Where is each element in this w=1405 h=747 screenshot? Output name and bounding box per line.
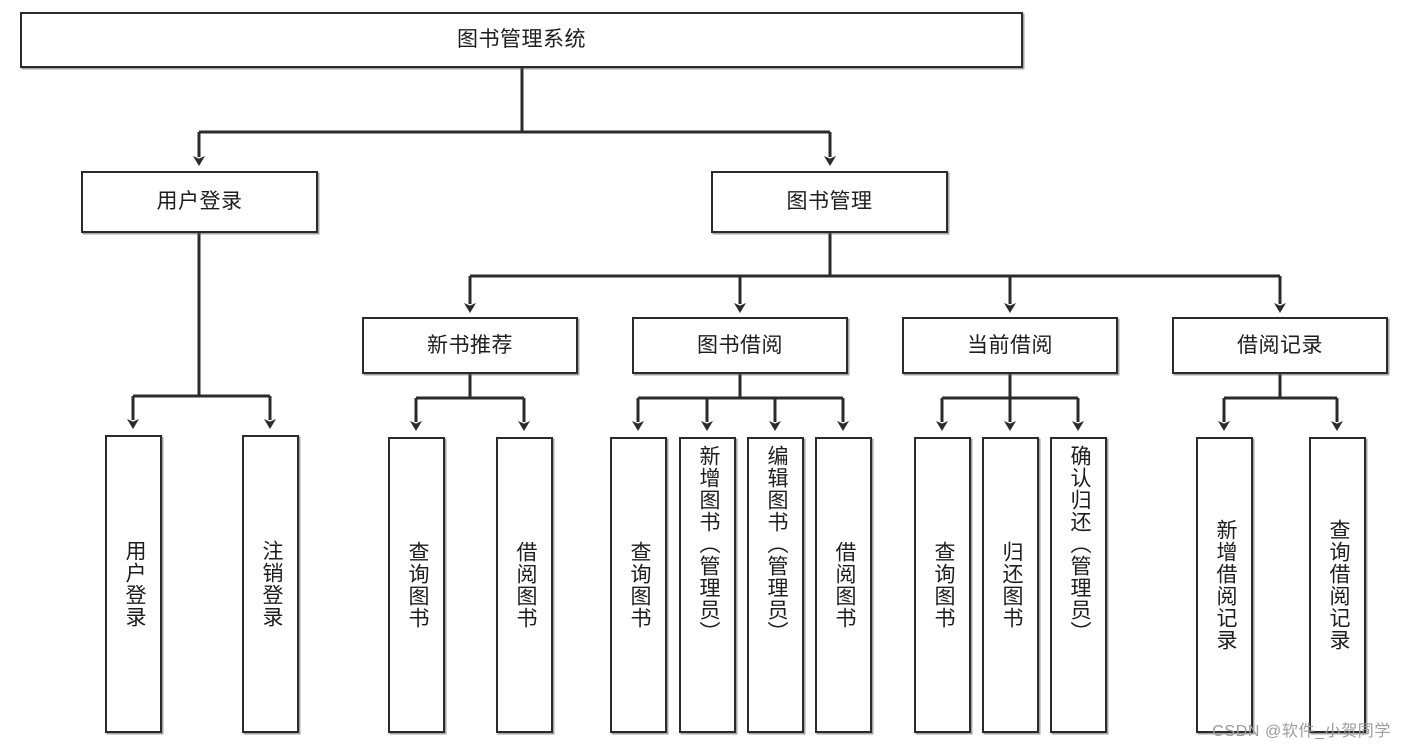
node-leaf-query-book-2[interactable]: 查询图书	[610, 437, 667, 733]
node-new-book-recommend-label: 新书推荐	[427, 333, 513, 357]
node-leaf-user-login[interactable]: 用户登录	[105, 435, 162, 733]
node-book-management-label: 图书管理	[786, 190, 873, 214]
node-leaf-query-book-3[interactable]: 查询图书	[914, 437, 971, 733]
node-leaf-borrow-book-2[interactable]: 借阅图书	[815, 437, 872, 733]
node-root-label: 图书管理系统	[457, 28, 586, 52]
node-borrow-record[interactable]: 借阅记录	[1172, 317, 1388, 374]
node-leaf-borrow-book-1[interactable]: 借阅图书	[496, 437, 553, 733]
node-leaf-query-record[interactable]: 查询借阅记录	[1309, 437, 1366, 733]
node-leaf-return-book-label: 归还图书	[999, 541, 1023, 629]
node-leaf-return-book[interactable]: 归还图书	[982, 437, 1039, 733]
node-leaf-edit-book[interactable]: 编辑图书（管理员）	[747, 437, 804, 733]
node-leaf-query-book-2-label: 查询图书	[627, 541, 651, 629]
node-book-management[interactable]: 图书管理	[711, 171, 948, 233]
node-leaf-user-login-label: 用户登录	[122, 540, 146, 628]
node-user-login-label: 用户登录	[156, 190, 243, 214]
node-leaf-query-book-3-label: 查询图书	[931, 541, 955, 629]
node-leaf-borrow-book-2-label: 借阅图书	[832, 541, 856, 629]
node-leaf-query-book-1[interactable]: 查询图书	[388, 437, 445, 733]
node-leaf-logout-login[interactable]: 注销登录	[242, 435, 299, 733]
node-leaf-confirm-return-label: 确认归还（管理员）	[1067, 445, 1091, 643]
node-leaf-borrow-book-1-label: 借阅图书	[513, 541, 537, 629]
node-leaf-logout-login-label: 注销登录	[259, 540, 283, 628]
node-leaf-edit-book-label: 编辑图书（管理员）	[764, 445, 788, 643]
node-borrow-record-label: 借阅记录	[1237, 333, 1323, 357]
node-leaf-confirm-return[interactable]: 确认归还（管理员）	[1050, 437, 1107, 733]
node-root[interactable]: 图书管理系统	[20, 12, 1023, 68]
node-leaf-add-record[interactable]: 新增借阅记录	[1196, 437, 1253, 733]
node-leaf-query-record-label: 查询借阅记录	[1326, 519, 1350, 651]
node-current-borrow-label: 当前借阅	[967, 333, 1053, 357]
node-leaf-query-book-1-label: 查询图书	[405, 541, 429, 629]
node-user-login[interactable]: 用户登录	[81, 171, 318, 233]
node-leaf-add-book[interactable]: 新增图书（管理员）	[679, 437, 736, 733]
csdn-watermark: CSDN @软件_小贺同学	[1212, 723, 1391, 740]
node-current-borrow[interactable]: 当前借阅	[902, 317, 1118, 374]
node-leaf-add-record-label: 新增借阅记录	[1213, 519, 1237, 651]
node-new-book-recommend[interactable]: 新书推荐	[362, 317, 578, 374]
node-book-borrow[interactable]: 图书借阅	[632, 317, 848, 374]
node-book-borrow-label: 图书借阅	[697, 333, 783, 357]
node-leaf-add-book-label: 新增图书（管理员）	[696, 445, 720, 643]
